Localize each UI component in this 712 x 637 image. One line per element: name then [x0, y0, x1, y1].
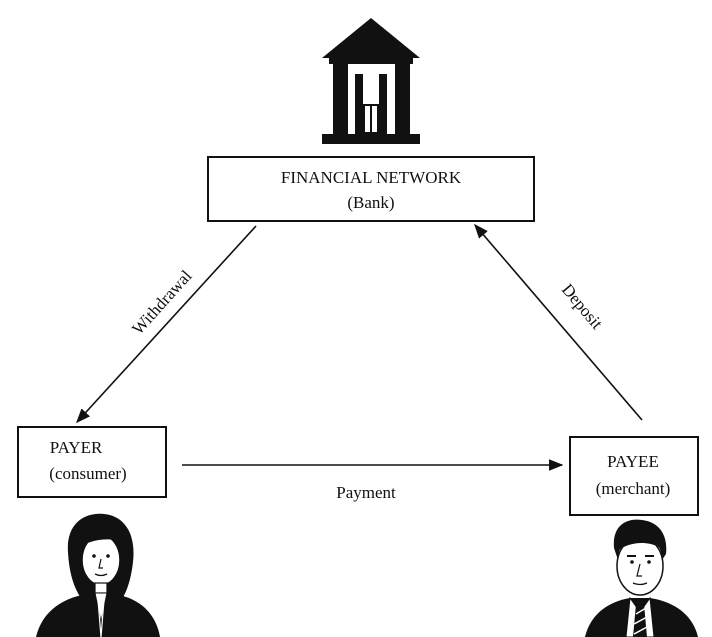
financial-network-title: FINANCIAL NETWORK	[281, 168, 462, 187]
deposit-label: Deposit	[558, 280, 607, 333]
withdrawal-arrow	[76, 225, 257, 424]
payment-label: Payment	[336, 483, 396, 502]
woman-consumer-icon	[36, 513, 160, 637]
financial-network-box	[207, 156, 535, 222]
payer-node: PAYER (consumer)	[17, 426, 167, 498]
payer-box	[17, 426, 167, 498]
payer-title: PAYER	[50, 438, 103, 457]
man-merchant-icon	[585, 519, 698, 637]
payee-subtitle: (merchant)	[596, 479, 671, 498]
payee-node: PAYEE (merchant)	[569, 436, 699, 516]
financial-network-subtitle: (Bank)	[347, 193, 394, 212]
bank-building-icon	[322, 18, 420, 144]
payer-subtitle: (consumer)	[49, 464, 126, 483]
financial-network-node: FINANCIAL NETWORK (Bank)	[207, 156, 535, 222]
payee-title: PAYEE	[607, 452, 659, 471]
payee-box	[569, 436, 699, 516]
deposit-arrow	[474, 223, 643, 421]
